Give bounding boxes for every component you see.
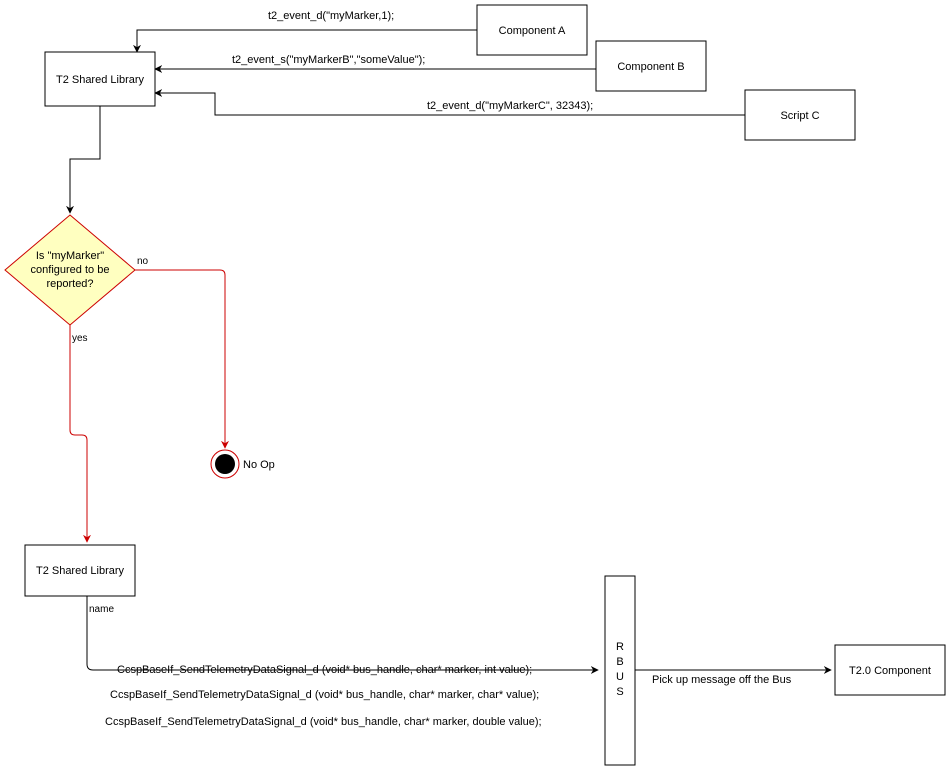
node-rbus[interactable]: R B U S — [604, 575, 636, 766]
node-component-b[interactable]: Component B — [595, 40, 707, 92]
edge-label-yes: yes — [72, 333, 88, 344]
node-t2-shared-library-bottom[interactable]: T2 Shared Library — [24, 544, 136, 597]
rbus-letter-r: R — [616, 641, 624, 653]
node-t2-shared-library-top[interactable]: T2 Shared Library — [44, 51, 156, 107]
signal-int-label: CcspBaseIf_SendTelemetryDataSignal_d (vo… — [117, 664, 532, 676]
decision-line-2: configured to be — [31, 264, 110, 276]
node-no-op-end[interactable]: No Op — [210, 449, 275, 479]
edge-label-no: no — [137, 256, 149, 267]
edge-yes-branch — [69, 325, 91, 543]
rbus-letter-u: U — [616, 671, 624, 683]
edge-label-a: t2_event_d("myMarker,1); — [268, 10, 394, 22]
no-op-label: No Op — [243, 459, 275, 471]
rbus-letter-s: S — [616, 686, 623, 698]
rbus-letter-b: B — [616, 656, 623, 668]
t2-lib-top-label: T2 Shared Library — [56, 74, 145, 86]
node-decision-configured[interactable]: Is "myMarker" configured to be reported? — [4, 214, 136, 326]
signal-char-label: CcspBaseIf_SendTelemetryDataSignal_d (vo… — [110, 689, 539, 701]
edge-label-b: t2_event_s("myMarkerB","someValue"); — [232, 54, 425, 66]
node-script-c[interactable]: Script C — [744, 89, 856, 141]
edge-component-a-to-lib — [133, 29, 477, 53]
t2-component-label: T2.0 Component — [849, 665, 931, 677]
decision-line-3: reported? — [46, 278, 93, 290]
node-component-a[interactable]: Component A — [476, 4, 588, 56]
edge-lib-to-decision — [66, 106, 101, 214]
signal-double-label: CcspBaseIf_SendTelemetryDataSignal_d (vo… — [105, 716, 542, 728]
t2-lib-bottom-label: T2 Shared Library — [36, 565, 125, 577]
node-t2-component[interactable]: T2.0 Component — [834, 644, 946, 696]
edge-script-c-to-lib — [154, 89, 745, 116]
edge-label-pickup: Pick up message off the Bus — [652, 674, 792, 686]
edge-no-branch — [135, 269, 229, 449]
component-b-label: Component B — [617, 61, 684, 73]
edge-label-c: t2_event_d("myMarkerC", 32343); — [427, 100, 593, 112]
edge-label-name: name — [89, 604, 114, 615]
decision-line-1: Is "myMarker" — [36, 250, 104, 262]
script-c-label: Script C — [780, 110, 819, 122]
component-a-label: Component A — [499, 25, 566, 37]
edge-lib-to-rbus — [86, 596, 599, 674]
